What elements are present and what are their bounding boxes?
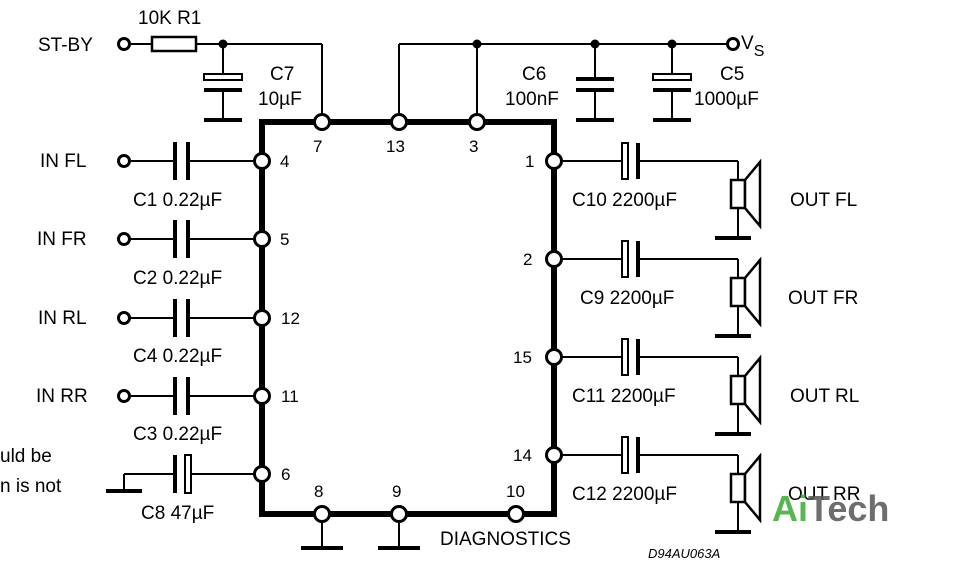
supply-network [398,37,740,122]
pin-8-number: 8 [314,482,323,501]
input-rl-path [117,299,271,337]
c8-label: C8 47µF [141,503,214,524]
input-fr-path [117,220,271,258]
c7-value: 10µF [258,89,302,110]
pin-3-terminal [468,113,486,131]
pin-1-number: 1 [525,152,534,171]
c2-label: C2 0.22µF [133,268,222,289]
c5-value: 1000µF [694,89,759,110]
r1-label: 10K R1 [138,8,201,29]
pin-9-number: 9 [392,482,401,501]
output-fl-path [545,142,762,240]
pin-9-terminal [390,505,408,523]
pin-3-number: 3 [469,137,478,156]
pin-5-number: 5 [280,230,289,249]
c5-capacitor-plate [652,73,692,81]
c12-label: C12 2200µF [572,484,677,505]
standby-network [117,35,323,122]
pin-13-number: 13 [386,137,405,156]
r1-resistor [150,35,198,53]
c1-label: C1 0.22µF [133,190,222,211]
c6-value: 100nF [505,89,559,110]
pin-10-terminal [507,505,525,523]
pin-15-number: 15 [513,348,532,367]
output-fr-label: OUT FR [788,288,858,309]
pin-8-terminal [313,505,331,523]
input-rl-label: IN RL [38,308,87,329]
input-rr-path [117,377,271,415]
note-line-1: uld be [0,446,52,467]
pin-7-number: 7 [313,137,322,156]
pin-2-number: 2 [523,250,532,269]
c6-name: C6 [522,64,546,85]
pin-13-terminal [390,113,408,131]
c11-label: C11 2200µF [572,386,676,407]
standby-label: ST-BY [38,35,93,56]
pin-14-number: 14 [513,446,532,465]
c5-name: C5 [720,64,744,85]
output-fr-path [545,240,762,338]
aitech-watermark: AiTech [772,488,889,529]
output-rr-path [545,436,762,534]
diagnostics-label: DIAGNOSTICS [440,529,571,550]
note-line-2: n is not [0,476,62,497]
pin-4-number: 4 [280,152,289,171]
c9-label: C9 2200µF [580,288,674,309]
output-rl-path [545,338,762,436]
drawing-reference: D94AU063A [648,546,720,561]
output-fl-label: OUT FL [790,190,857,211]
c7-name: C7 [270,64,294,85]
standby-terminal [117,37,131,51]
output-rl-label: OUT RL [790,386,859,407]
input-fl-label: IN FL [40,151,86,172]
c8-path [106,454,271,494]
pin-12-number: 12 [281,309,300,328]
pin-11-number: 11 [281,387,299,406]
vs-terminal [726,37,740,51]
pin-6-number: 6 [281,465,290,484]
c3-label: C3 0.22µF [133,424,222,445]
vs-label: VS [741,33,764,60]
c4-label: C4 0.22µF [133,346,222,367]
c7-capacitor-plate [203,73,243,81]
pin-10-number: 10 [506,482,525,501]
output-rr-label: OUT RR [788,484,860,505]
input-fl-path [117,142,271,180]
input-rr-label: IN RR [36,386,88,407]
ic-body [259,119,557,517]
input-fr-label: IN FR [37,229,87,250]
pin-7-terminal [313,113,331,131]
c10-label: C10 2200µF [572,190,677,211]
